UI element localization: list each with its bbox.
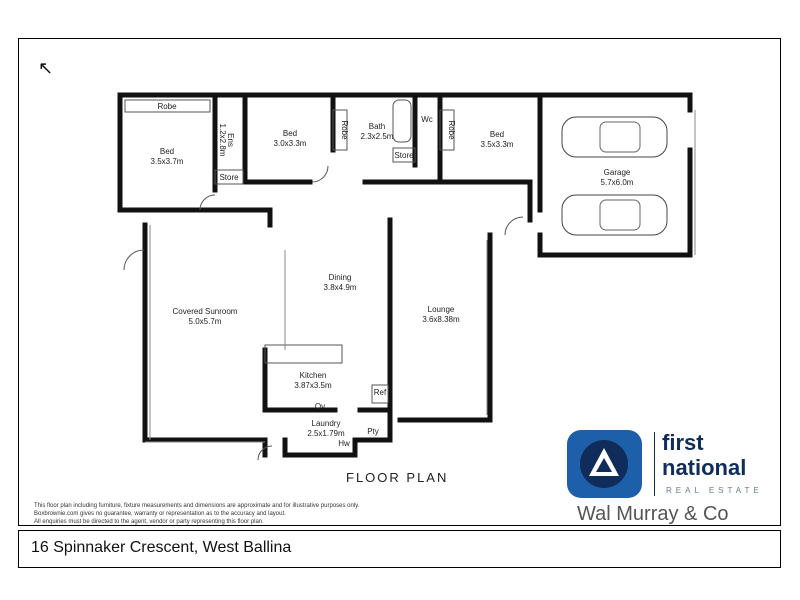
wall-sunroom: [142, 222, 268, 458]
room-size-garage: 5.7x6.0m: [601, 178, 634, 187]
wall-top: [117, 92, 693, 113]
brand-national: national: [662, 455, 747, 480]
brand-divider: [654, 432, 655, 496]
room-size-bath: 2.3x2.5m: [361, 132, 394, 141]
ov-label: Ov: [315, 402, 325, 411]
ref-label: Ref: [374, 388, 387, 397]
address-box: 16 Spinnaker Crescent, West Ballina: [18, 530, 781, 568]
disclaimer-line: This floor plan including furniture, fix…: [34, 503, 360, 509]
property-address: 16 Spinnaker Crescent, West Ballina: [31, 539, 292, 556]
wall-bed2: [242, 92, 313, 185]
first-national-logo: [567, 430, 642, 498]
robe1-outline: [124, 99, 211, 113]
wall-garage: [537, 147, 693, 258]
brand-first: first: [662, 430, 704, 455]
room-name-bed2: Bed: [283, 129, 297, 138]
disclaimer: This floor plan including furniture, fix…: [34, 502, 414, 526]
disclaimer-line: All enquiries must be directed to the ag…: [34, 519, 264, 525]
door-arc-icon: [199, 194, 216, 211]
room-name-dining: Dining: [329, 273, 352, 282]
room-size-bed2: 3.0x3.3m: [274, 139, 307, 148]
wall-kitchen: [262, 347, 338, 413]
room-name-ens: Ens: [226, 133, 235, 147]
room-name-laundry: Laundry: [312, 419, 341, 428]
room-name-bed1: Bed: [160, 147, 174, 156]
robe3-label: Robe: [447, 120, 456, 140]
brand-real-estate: REAL ESTATE: [666, 486, 763, 495]
room-size-kitchen: 3.87x3.5m: [294, 381, 332, 390]
bathtub-icon: [392, 99, 412, 143]
door-arc-icon: [123, 249, 145, 271]
store1-label: Store: [219, 173, 239, 182]
room-name-lounge: Lounge: [428, 305, 455, 314]
room-name-bed3: Bed: [490, 130, 504, 139]
wc-label: Wc: [421, 115, 433, 124]
wall-left-wing: [117, 92, 273, 228]
room-size-bed1: 3.5x3.7m: [151, 157, 184, 166]
room-name-sunroom: Covered Sunroom: [173, 307, 238, 316]
room-size-dining: 3.8x4.9m: [324, 283, 357, 292]
store1-outline: [214, 169, 244, 185]
room-size-sunroom: 5.0x5.7m: [189, 317, 222, 326]
room-size-lounge: 3.6x8.38m: [422, 315, 460, 324]
store2-outline: [392, 147, 416, 163]
wall-pantry: [357, 407, 393, 443]
plan-frame: [18, 38, 781, 526]
ref-outline: [371, 384, 389, 404]
car-icon: [561, 194, 668, 236]
store2-label: Store: [394, 151, 414, 160]
north-arrow-icon: ↖: [38, 58, 54, 78]
floor-plan-title: FLOOR PLAN: [346, 470, 449, 485]
room-name-kitchen: Kitchen: [300, 371, 327, 380]
car-icon: [561, 116, 668, 158]
robe1-label: Robe: [157, 102, 177, 111]
room-size-ens: 1.2x2.8m: [218, 124, 227, 157]
room-name-garage: Garage: [604, 168, 631, 177]
counter-outline: [264, 344, 343, 364]
brand-agency: Wal Murray & Co: [577, 503, 729, 525]
robe2-label: Robe: [340, 120, 349, 140]
pty-label: Pty: [367, 427, 379, 436]
wall-laundry: [282, 437, 358, 458]
door-arc-icon: [257, 445, 273, 461]
room-name-bath: Bath: [369, 122, 385, 131]
robe2-outline: [332, 109, 348, 151]
room-size-bed3: 3.5x3.3m: [481, 140, 514, 149]
door-arc-icon: [504, 216, 524, 236]
room-size-laundry: 2.5x1.79m: [307, 429, 345, 438]
hw-label: Hw: [338, 439, 350, 448]
door-arc-icon: [311, 165, 329, 183]
wall-lounge: [397, 232, 493, 423]
robe3-outline: [439, 109, 455, 151]
disclaimer-line: Boxbrownie.com gives no guarantee, warra…: [34, 511, 286, 517]
